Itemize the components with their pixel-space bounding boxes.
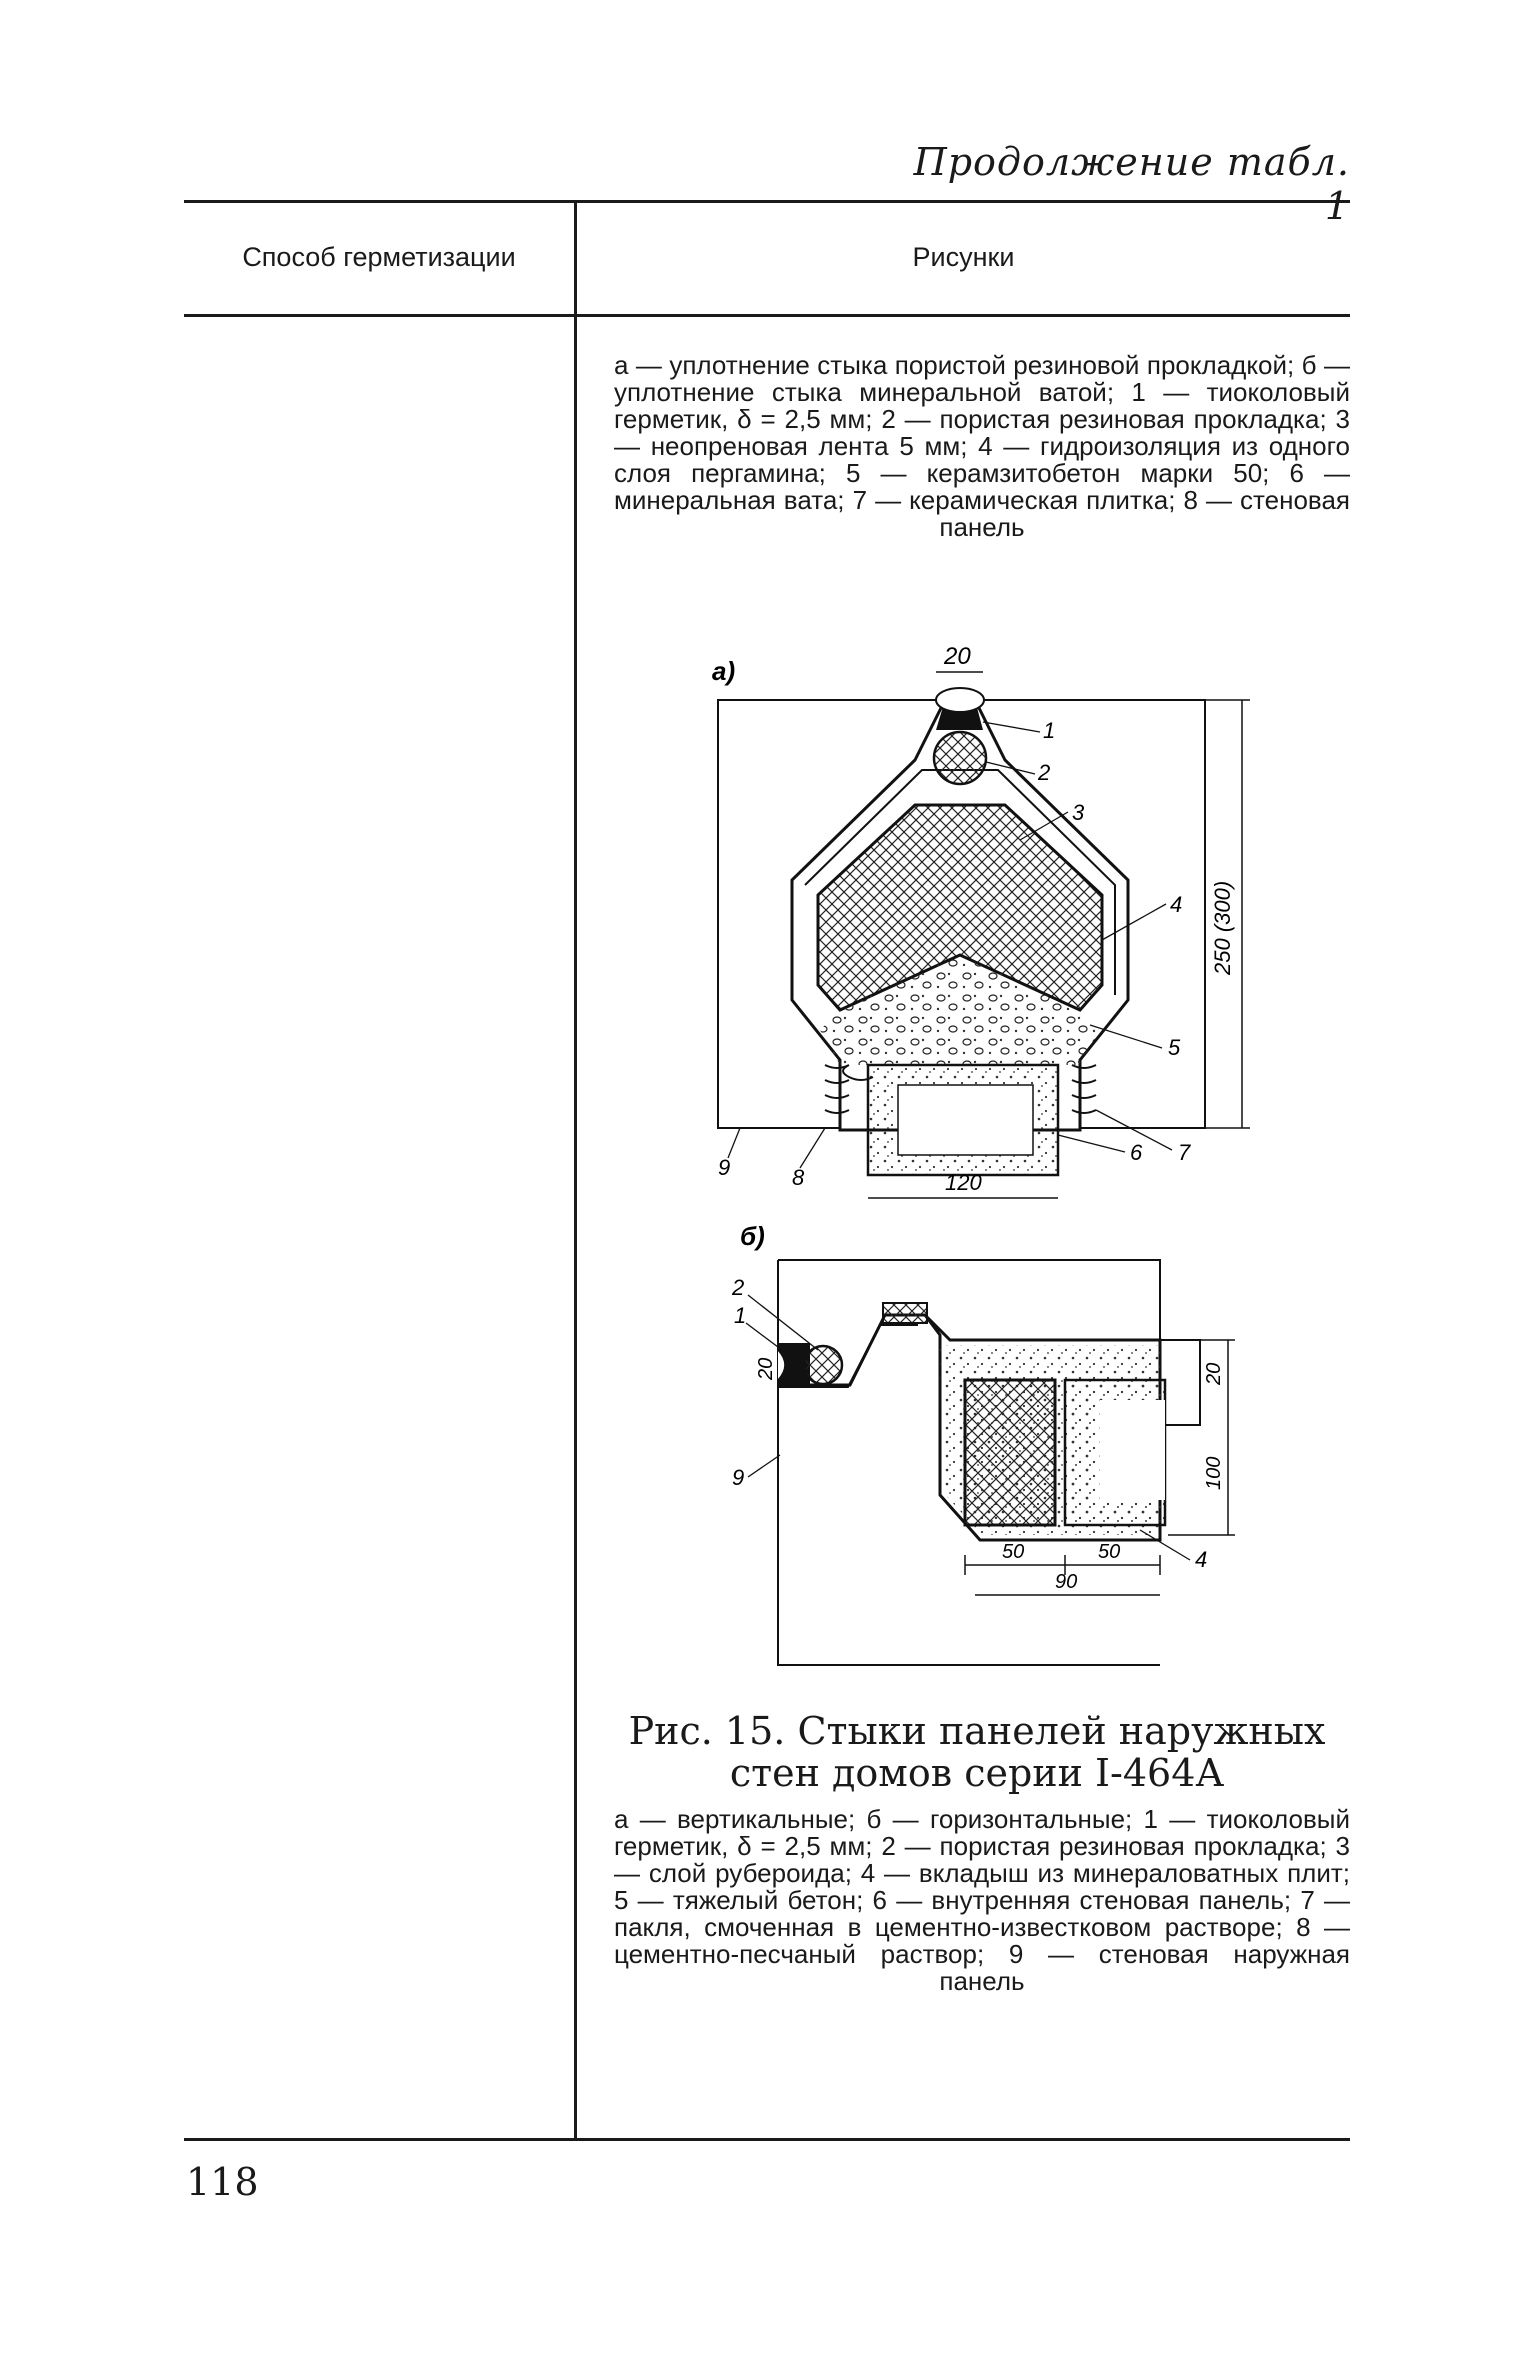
table-column-divider: [574, 200, 577, 2140]
table-bottom-rule: [184, 2138, 1350, 2141]
dim-right: 100: [1203, 1457, 1225, 1490]
figure-title: Рис. 15. Стыки панелей наружных стен дом…: [628, 1709, 1326, 1795]
callout-6: 6: [1130, 1140, 1143, 1165]
figure-legend: а — вертикальные; б — горизонтальные; 1 …: [614, 1804, 1350, 1996]
figure-a-label: а): [712, 656, 735, 686]
callout-7: 7: [1178, 1140, 1191, 1165]
callout-8: 8: [792, 1165, 805, 1190]
callout-9: 9: [718, 1155, 730, 1180]
callout-4: 4: [1170, 892, 1182, 917]
dim-bottom-b: 50: [1098, 1541, 1120, 1563]
callout-b-2: 2: [731, 1275, 744, 1300]
previous-figure-legend: а — уплотнение стыка пористой резиновой …: [614, 350, 1350, 542]
table-top-rule: [184, 200, 1350, 203]
callout-b-1: 1: [734, 1303, 746, 1328]
callout-1: 1: [1043, 718, 1055, 743]
figure-b-label: б): [740, 1221, 765, 1251]
table-header-rule: [184, 314, 1350, 317]
page-number: 118: [186, 2160, 259, 2204]
callout-5: 5: [1168, 1035, 1181, 1060]
callout-b-9: 9: [732, 1465, 744, 1490]
callout-2: 2: [1037, 760, 1050, 785]
column-header-method: Способ герметизации: [242, 242, 516, 272]
dim-left: 20: [755, 1358, 777, 1381]
callout-3: 3: [1072, 800, 1085, 825]
column-header-figures: Рисунки: [912, 242, 1015, 272]
dim-height: 250 (300): [1210, 881, 1235, 976]
table-continuation-label: Продолжение табл. 1: [913, 140, 1350, 228]
dim-top: 20: [943, 643, 971, 670]
dim-right-top: 20: [1203, 1363, 1225, 1386]
figure-b-horizontal-joint: б) 20 20 100 50 50 90 2 1 4 9: [731, 1221, 1235, 1666]
dim-bottom-a: 50: [1002, 1541, 1024, 1563]
callout-b-4: 4: [1195, 1547, 1207, 1572]
dim-bottom-total: 90: [1055, 1571, 1077, 1593]
dim-bottom: 120: [945, 1170, 982, 1195]
figure-a-vertical-joint: а) 20 250 (300) 120 1 2 3 4 5 6 7 8 9: [712, 643, 1250, 1199]
